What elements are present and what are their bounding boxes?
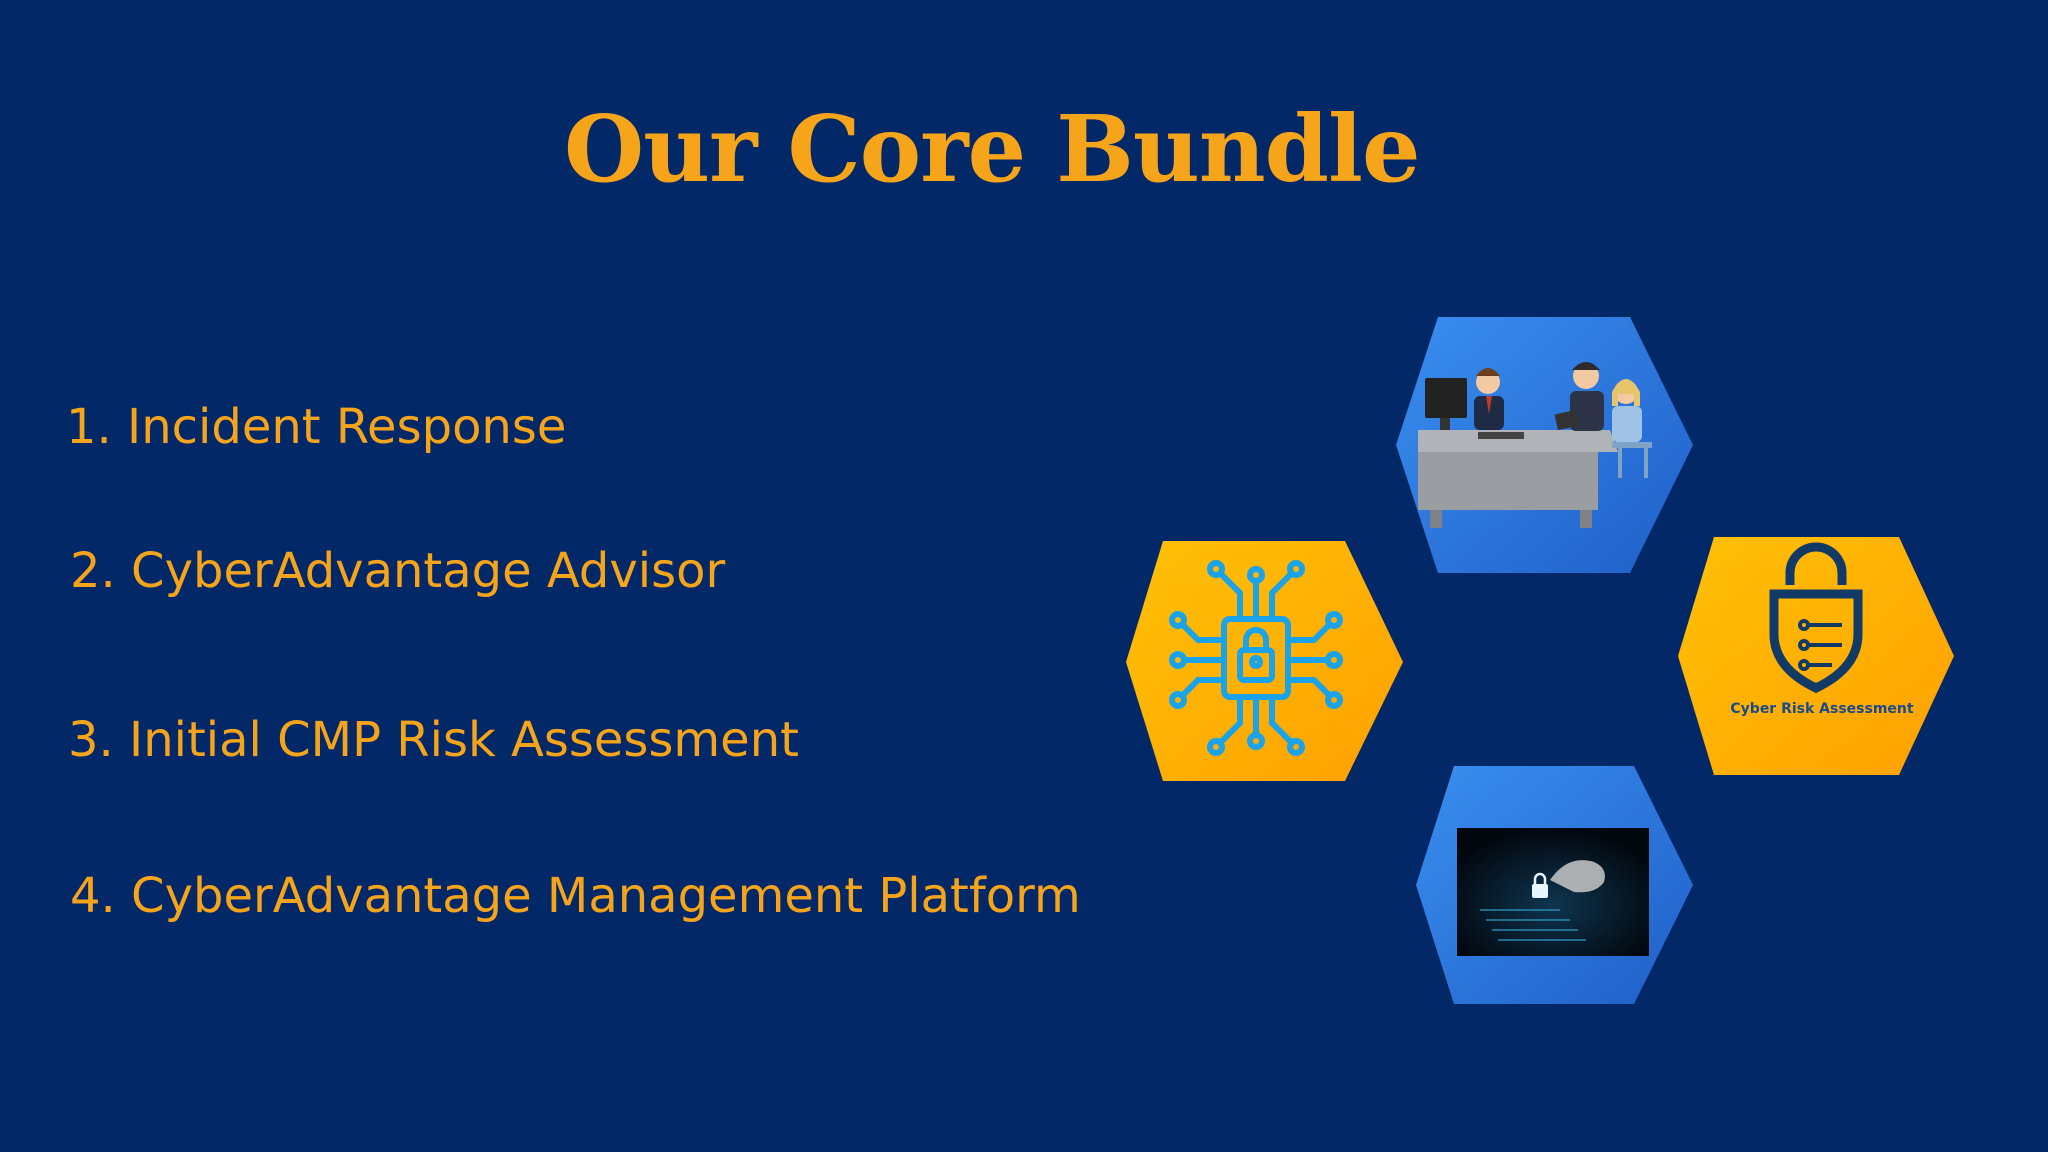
meeting-illustration <box>1418 362 1652 528</box>
bundle-item-risk-assessment: 3. Initial CMP Risk Assessment <box>68 712 799 768</box>
slide-title: Our Core Bundle <box>564 95 1420 203</box>
risk-assessment-hexagon: Cyber Risk Assessment <box>1678 537 1954 775</box>
bundle-item-incident-response: 1. Incident Response <box>66 399 567 455</box>
risk-badge-label: Cyber Risk Assessment <box>1730 701 1914 717</box>
meeting-hexagon <box>1396 317 1693 573</box>
bundle-item-management-platform: 4. CyberAdvantage Management Platform <box>70 868 1081 924</box>
bundle-item-advisor: 2. CyberAdvantage Advisor <box>70 543 726 599</box>
hand-lock-screen-image <box>1457 828 1649 956</box>
circuit-lock-hexagon <box>1126 541 1403 781</box>
hand-lock-hexagon <box>1416 766 1693 1004</box>
circuit-lock-icon <box>1169 560 1343 756</box>
shield-lock-icon <box>1769 542 1863 693</box>
